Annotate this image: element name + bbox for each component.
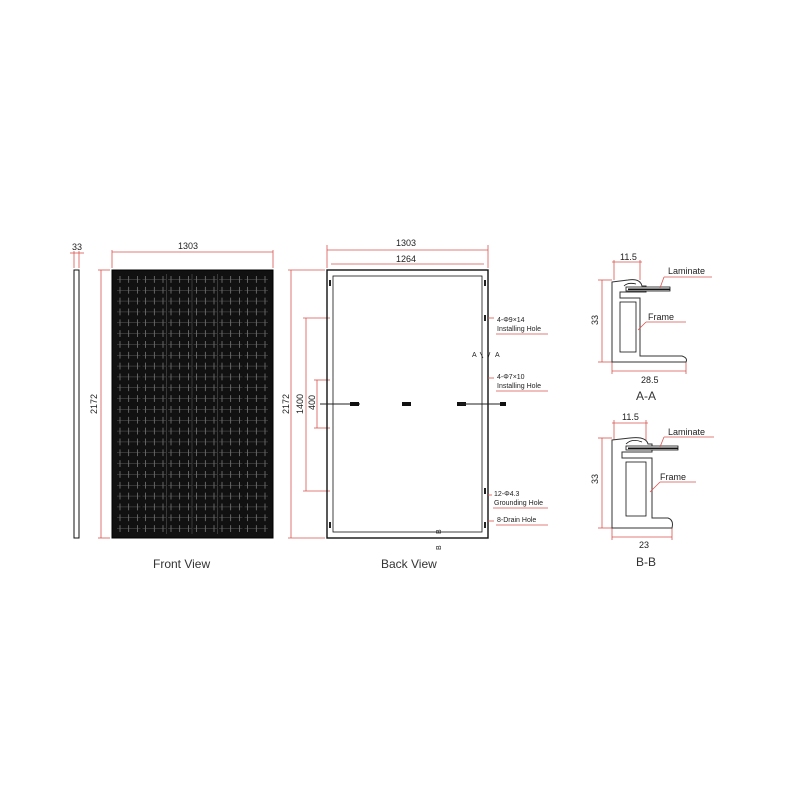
junction-box-center [402, 402, 411, 406]
bb-bottom-dim: 23 [639, 540, 649, 550]
section-a-right: A [495, 352, 500, 359]
bb-height-dim: 33 [590, 474, 600, 484]
aa-height-dim: 33 [590, 315, 600, 325]
section-a-left: A [472, 352, 477, 359]
connector-left [350, 402, 359, 406]
installing-hole-mark [484, 488, 486, 494]
bb-frame-profile [611, 437, 673, 529]
front-width-dim: 1303 [178, 241, 198, 251]
installing-hole-1-label: Installing Hole [497, 326, 541, 333]
installing-hole-2-label: Installing Hole [497, 383, 541, 390]
section-b-left: B [436, 545, 443, 550]
aa-frame-label: Frame [648, 312, 674, 322]
installing-hole-mark [484, 315, 486, 321]
back-height-dim: 2172 [281, 394, 291, 414]
front-view: 33 1303 2172 Front View [70, 241, 274, 571]
aa-frame-cavity [619, 301, 637, 353]
bb-frame-label: Frame [660, 472, 686, 482]
back-outer-width-dim: 1303 [396, 238, 416, 248]
bb-frame-hook [625, 440, 643, 445]
section-aa: 11.5 33 28.5 Laminate Frame A-A [590, 252, 712, 403]
aa-laminate-glass [628, 288, 670, 291]
back-hole-spacing-400: 400 [307, 395, 317, 410]
section-b-right: B [436, 529, 443, 534]
grounding-hole-spec: 12-Φ4.3 [494, 491, 520, 498]
installing-hole-1-spec: 4-Φ9×14 [497, 317, 525, 324]
front-height-dim: 2172 [89, 394, 99, 414]
section-bb: 11.5 33 23 Laminate Frame B-B [590, 412, 714, 569]
bb-frame-cavity [625, 461, 647, 517]
back-inner-width-dim: 1264 [396, 254, 416, 264]
installing-hole-mark [329, 522, 331, 528]
bb-title: B-B [636, 555, 656, 569]
front-thickness-dim: 33 [72, 242, 82, 252]
aa-bottom-dim: 28.5 [641, 375, 659, 385]
aa-title: A-A [636, 389, 656, 403]
installing-hole-2-spec: 4-Φ7×10 [497, 374, 525, 381]
side-profile [73, 269, 80, 539]
back-view: 1303 1264 2172 1400 400 [281, 238, 548, 571]
back-view-title: Back View [381, 557, 437, 571]
aa-top-dim: 11.5 [620, 252, 637, 262]
drain-hole-label: 8-Drain Hole [497, 517, 536, 524]
front-panel [111, 269, 274, 539]
bb-top-dim: 11.5 [622, 412, 639, 422]
aa-frame-profile [611, 279, 687, 363]
bb-laminate-label: Laminate [668, 427, 705, 437]
grounding-hole-label: Grounding Hole [494, 500, 543, 507]
aa-laminate-label: Laminate [668, 266, 705, 276]
installing-hole-mark [484, 280, 486, 286]
solar-cell-grid [117, 274, 268, 534]
front-view-title: Front View [153, 557, 210, 571]
bb-laminate-glass [628, 447, 678, 450]
aa-frame-hook [623, 282, 637, 287]
back-hole-spacing-1400: 1400 [295, 394, 305, 414]
installing-hole-mark [484, 522, 486, 528]
connector-end [500, 402, 506, 406]
installing-hole-mark [329, 280, 331, 286]
